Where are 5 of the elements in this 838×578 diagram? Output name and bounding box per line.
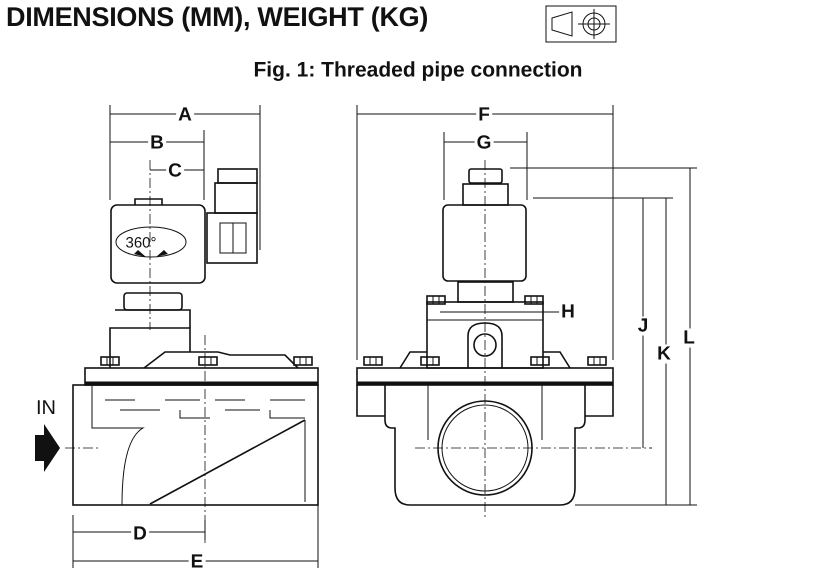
rotation-label: 360° <box>124 236 158 250</box>
dimension-label: J <box>636 316 650 336</box>
heading: DIMENSIONS (MM), WEIGHT (KG) <box>6 2 428 33</box>
dimension-label: K <box>655 344 673 364</box>
inlet-label: IN <box>35 398 57 418</box>
